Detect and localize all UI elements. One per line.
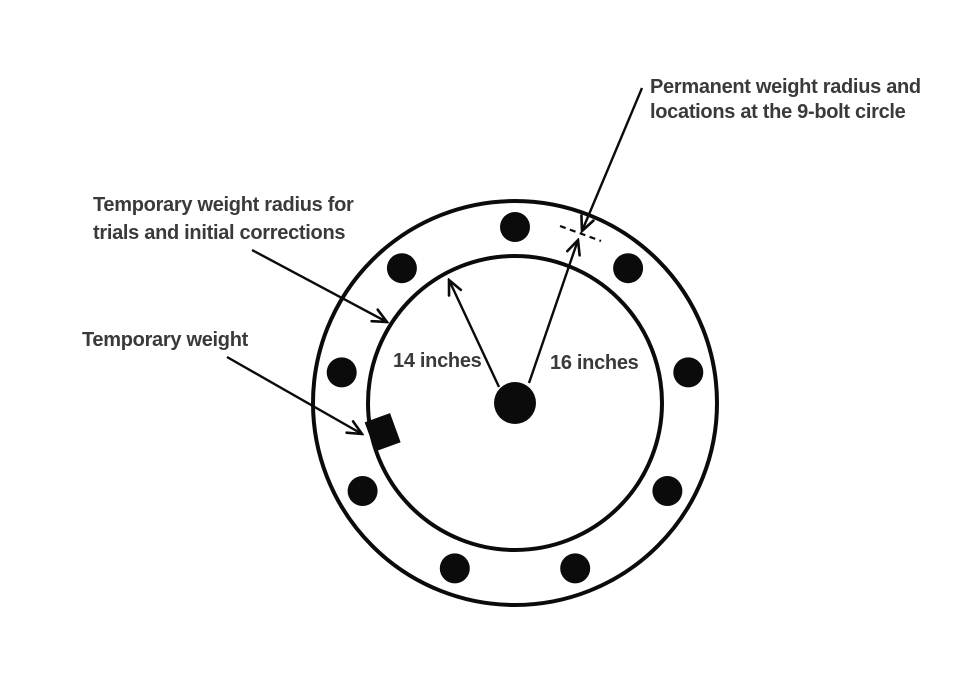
- dim-label-14-inches: 14 inches: [393, 350, 482, 372]
- bolt-hole: [652, 476, 683, 506]
- bolt-hole: [326, 357, 357, 388]
- dim-label-16-inches: 16 inches: [550, 352, 639, 374]
- bolt-hole: [500, 212, 530, 242]
- bolt-hole: [386, 253, 417, 284]
- permanent-weight-leader-arrow: [582, 87, 644, 231]
- bolt-hole: [439, 553, 470, 584]
- bolt-hole: [673, 357, 704, 388]
- bolt-hole: [560, 553, 591, 584]
- temporary-weight-label: Temporary weight: [82, 329, 249, 351]
- bolt-circle-tangent-dash: [559, 224, 602, 243]
- center-hub: [494, 382, 536, 424]
- radius-line-16in: [527, 240, 578, 384]
- label-line: trials and initial corrections: [93, 222, 345, 244]
- permanent-weight-label: Permanent weight radius and locations at…: [650, 76, 926, 123]
- temporary-weight-leader-arrow: [226, 355, 362, 434]
- radius-line-14in: [449, 280, 501, 388]
- label-line: Temporary weight radius for: [93, 194, 354, 216]
- temporary-radius-label: Temporary weight radius for trials and i…: [93, 194, 359, 244]
- inner-circle-14in: [366, 254, 664, 552]
- bolt-hole: [613, 253, 644, 284]
- bolt-hole-group: [326, 212, 704, 584]
- bolt-hole: [347, 476, 378, 506]
- label-line: locations at the 9-bolt circle: [650, 101, 906, 123]
- outer-circle-16in: [311, 199, 719, 607]
- temporary-radius-leader-arrow: [251, 248, 387, 322]
- temporary-weight-square: [364, 413, 401, 452]
- label-line: Permanent weight radius and: [650, 76, 921, 98]
